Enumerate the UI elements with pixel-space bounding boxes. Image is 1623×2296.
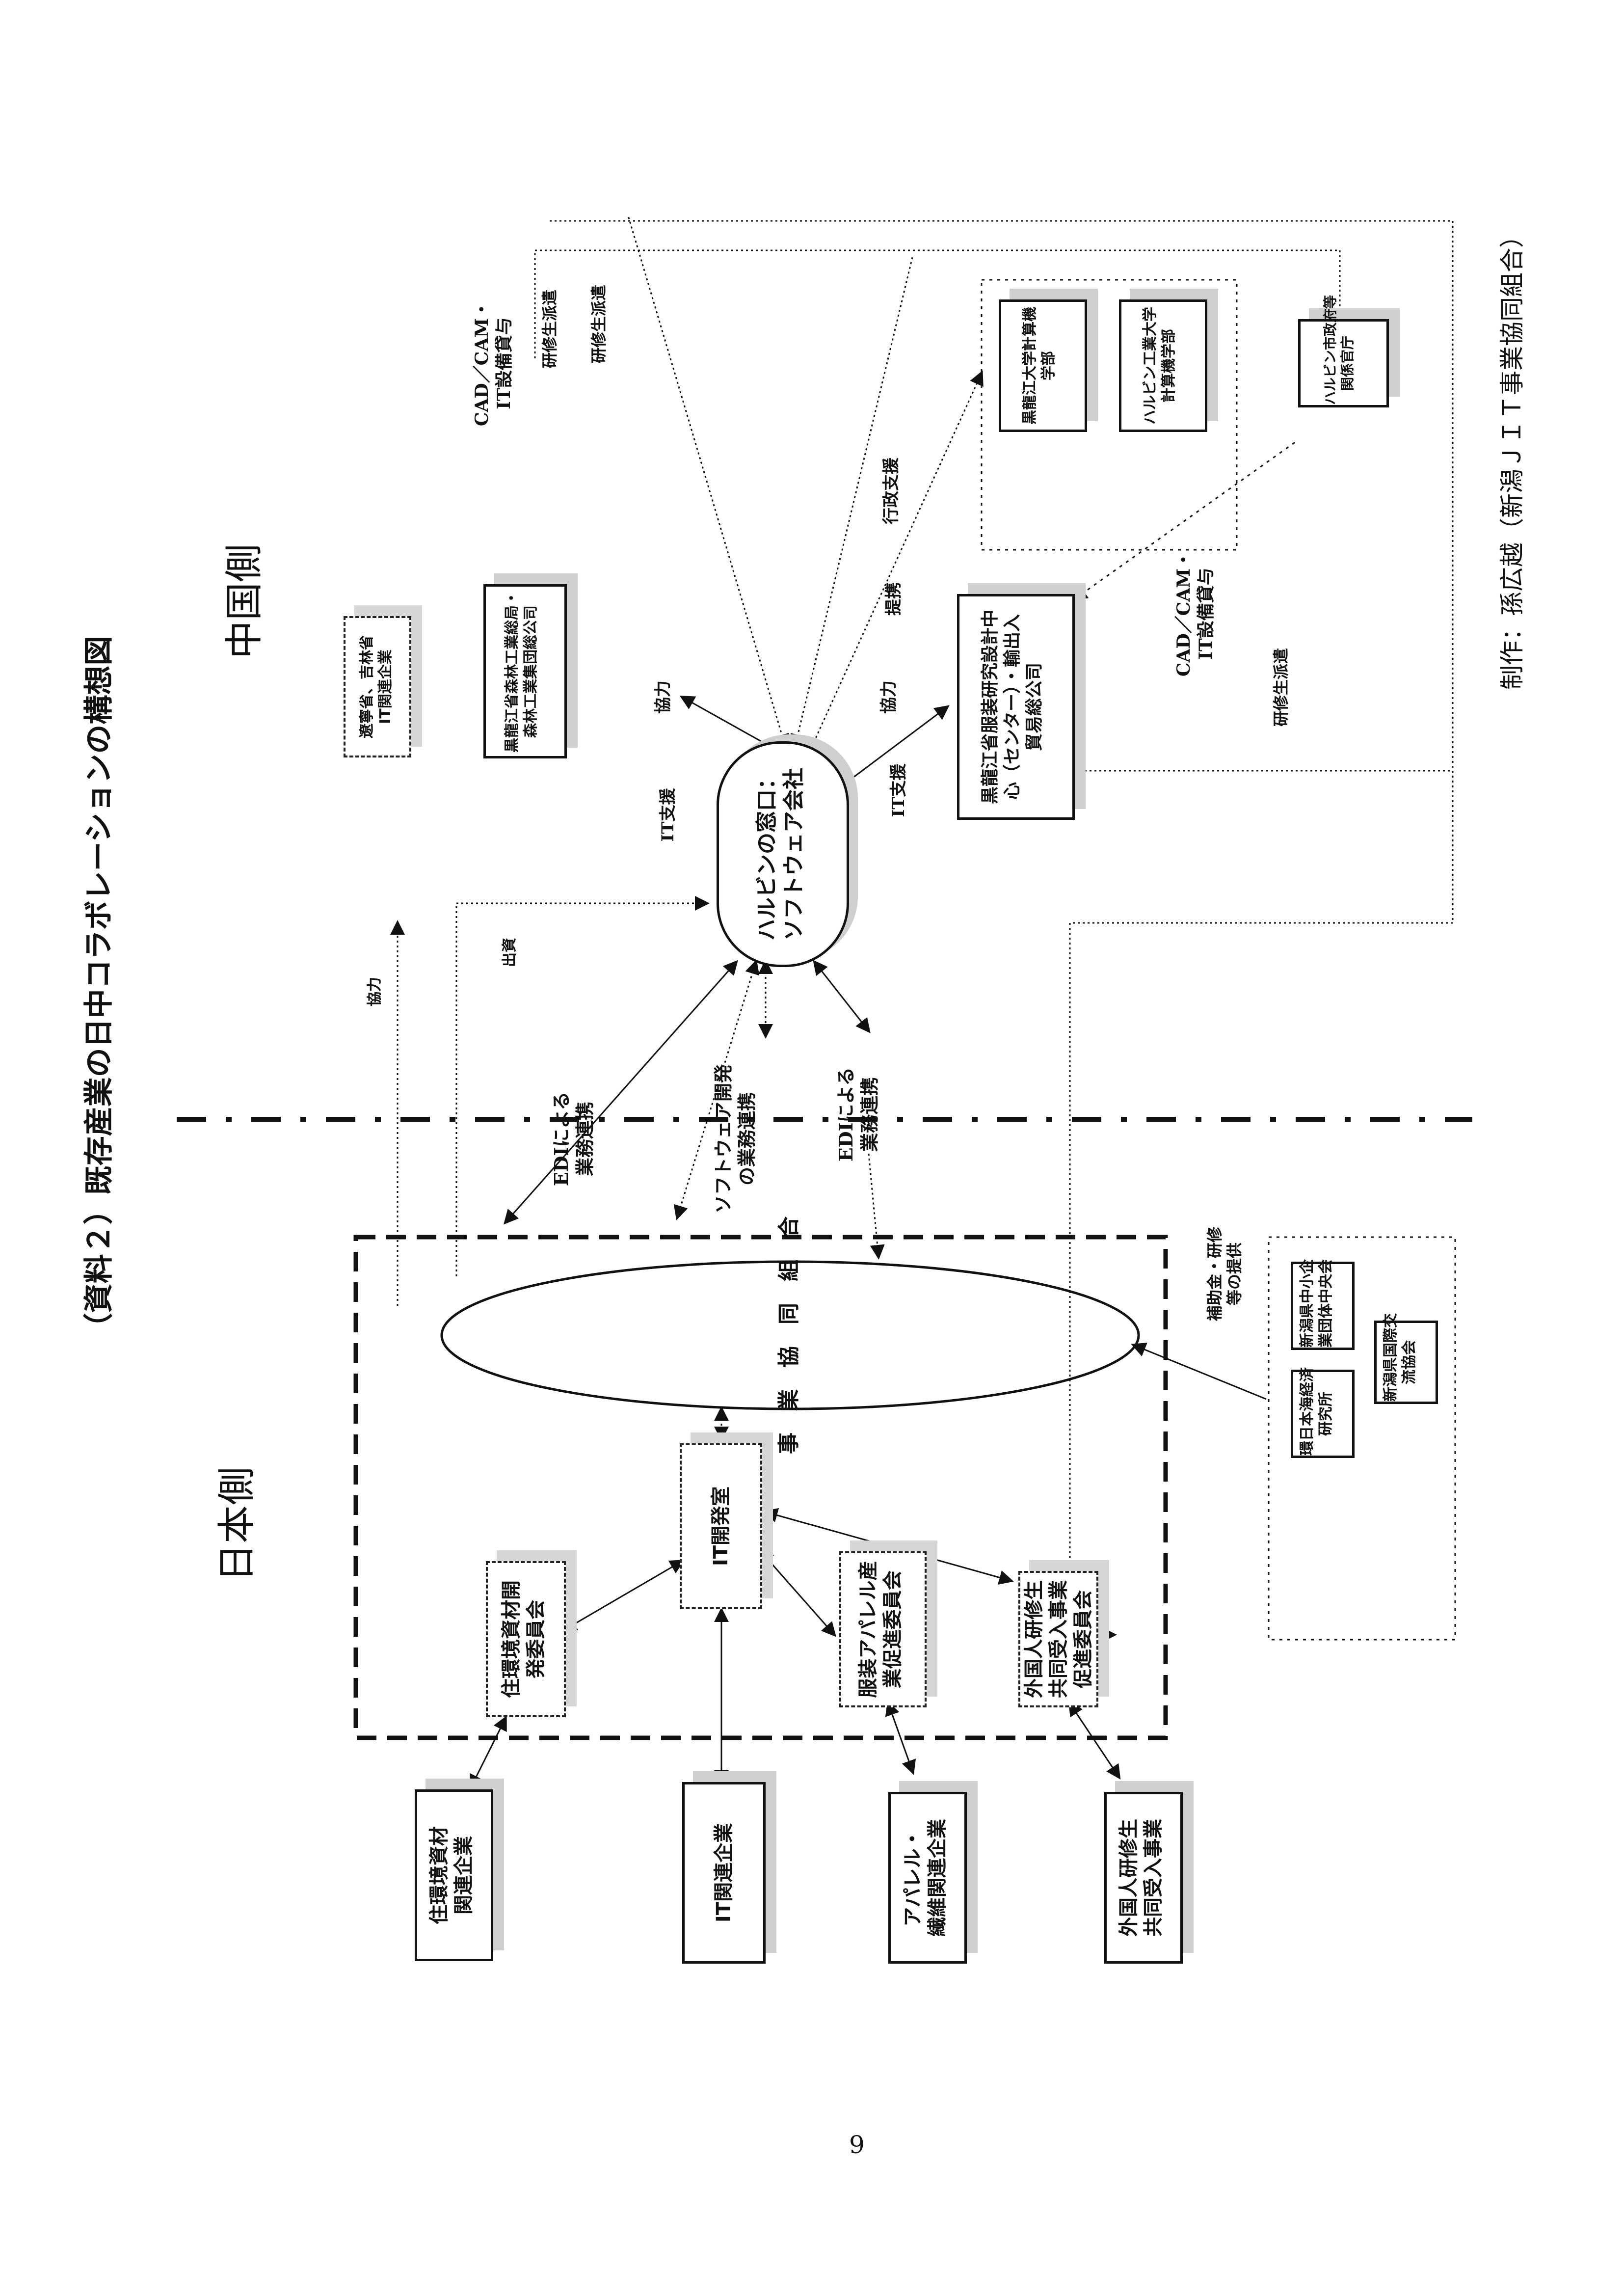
committee-trainee: 外国人研修生 共同受入事業 促進委員会 — [1018, 1571, 1098, 1707]
label-it-support-1: IT支援 — [658, 788, 678, 842]
committee-housing: 住環境資材開 発委員会 — [486, 1561, 566, 1717]
enterprise-it: IT関連企業 — [682, 1782, 766, 1964]
label-cadcam-right: CAD／CAM・ IT設備貸与 — [1173, 550, 1216, 677]
niigata-sme-federation: 新潟県中小企 業団体中央会 — [1291, 1259, 1355, 1350]
label-cooperation-left: 協力 — [366, 977, 383, 1006]
label-edi-2: EDIによる 業務連携 — [835, 1067, 880, 1162]
it-dev-room-label: IT開発室 — [710, 1486, 732, 1567]
label-software-dev: ソフトウェア開発 の業務連携 — [712, 1064, 758, 1214]
apparel-center-box: 黒龍江省服装研究設計中 心（センター）・輸出入 貿易総公司 — [957, 594, 1075, 820]
page-number: 9 — [849, 2131, 865, 2159]
harbin-government-box: ハルビン市政府等 関係官庁 — [1298, 295, 1389, 407]
label-admin-support: 行政支援 — [881, 458, 901, 524]
label-subsidy: 補助金・研修 等の提供 — [1205, 1227, 1244, 1322]
document-title: （資料２）既存産業の日中コラボレーションの構想図 — [82, 636, 116, 1343]
japan-side-label: 日本側 — [215, 1467, 259, 1582]
heilongjiang-university-box: 黒龍江大学計算機 学部 — [999, 299, 1087, 432]
university-frame — [981, 279, 1238, 551]
forestry-box: 黒龍江省森林工業総局・ 森林工業集団総公司 — [483, 584, 567, 758]
union-ellipse — [440, 1260, 1140, 1410]
union-label: 事 業 協 同 組 合 — [776, 1216, 801, 1454]
label-trainee-right: 研修生派遣 — [1272, 648, 1290, 727]
label-trainee-top-2: 研修生派遣 — [589, 285, 608, 364]
label-trainee-top-1: 研修生派遣 — [540, 290, 559, 369]
label-cooperation-1: 協力 — [653, 680, 673, 714]
it-dev-room-box: IT開発室 — [680, 1443, 762, 1609]
enterprise-trainee: 外国人研修生 共同受入事業 — [1104, 1792, 1183, 1964]
label-edi-1: EDIによる 業務連携 — [550, 1091, 596, 1187]
label-investment: 出資 — [501, 938, 518, 967]
label-cadcam-top: CAD／CAM・ IT設備貸与 — [472, 300, 514, 427]
erina-institute: 環日本海経済 研究所 — [1291, 1367, 1355, 1458]
enterprise-housing: 住環境資材 関連企業 — [415, 1789, 493, 1961]
enterprise-apparel: アパレル・ 繊維関連企業 — [888, 1792, 967, 1964]
label-it-support-2: IT支援 — [889, 763, 908, 817]
harbin-window: ハルビンの窓口： ソフトウェア会社 — [717, 741, 849, 967]
credit-text: 制作：孫広越（新潟ＪＩＴ事業協同組合） — [1498, 223, 1526, 690]
japan-frame — [353, 1235, 1168, 1740]
label-partnership: 提携 — [884, 582, 904, 616]
china-side-label: 中国側 — [222, 544, 266, 659]
committee-apparel: 服装アパレル産 業促進委員会 — [839, 1551, 927, 1707]
label-cooperation-2: 協力 — [879, 680, 899, 714]
liaoning-jilin-box: 遼寧省、吉林省 IT関連企業 — [344, 616, 411, 757]
harbin-it-university-box: ハルビン工業大学 計算機学部 — [1119, 299, 1207, 432]
niigata-international-association: 新潟県国際交 流協会 — [1374, 1313, 1438, 1404]
niigata-frame — [1268, 1236, 1456, 1641]
